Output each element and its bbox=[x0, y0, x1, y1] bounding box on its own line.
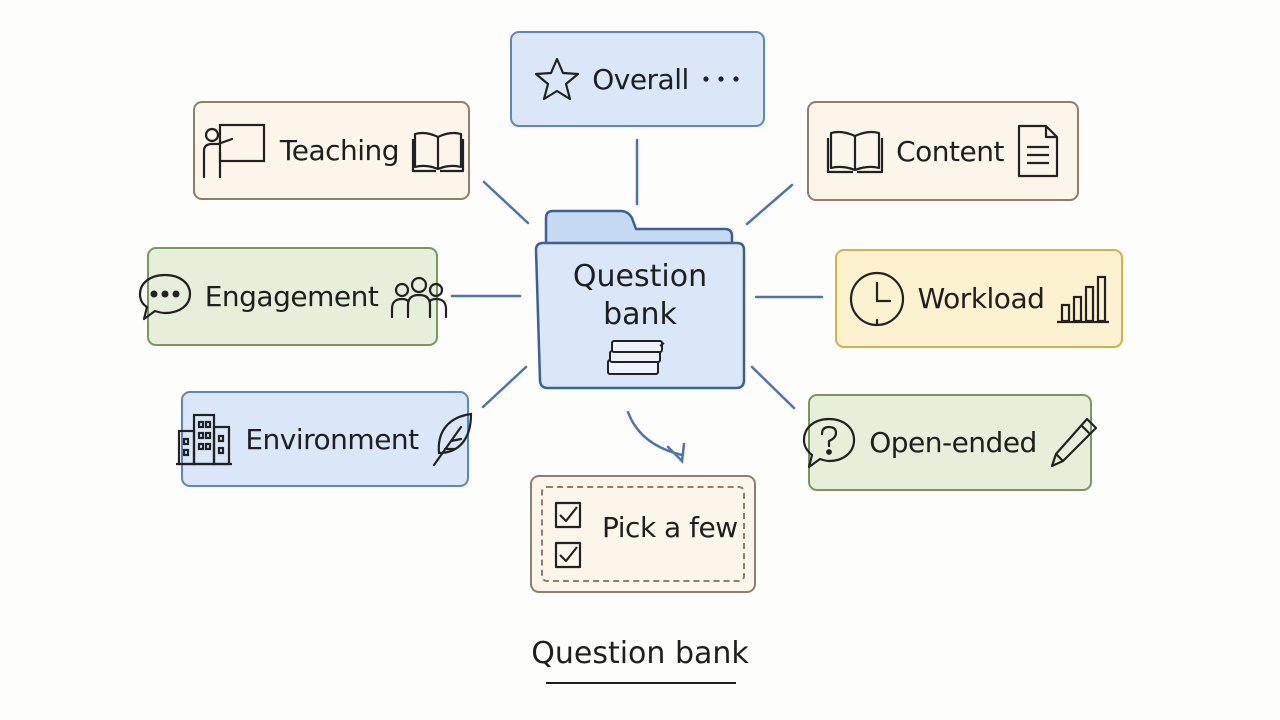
people-group-icon bbox=[391, 276, 448, 318]
speech-bubble-icon bbox=[138, 273, 191, 320]
checkbox-list bbox=[554, 501, 582, 569]
stack-icon bbox=[607, 340, 665, 375]
clock-icon bbox=[849, 271, 904, 326]
open-book-icon bbox=[826, 130, 884, 174]
ellipsis-icon bbox=[703, 76, 739, 82]
selection-label: Pick a few bbox=[602, 511, 738, 544]
category-content[interactable]: Content bbox=[807, 101, 1079, 201]
leaf-icon bbox=[432, 412, 472, 467]
star-icon bbox=[535, 57, 580, 101]
caption-underline bbox=[546, 682, 736, 684]
category-label: Workload bbox=[917, 282, 1045, 315]
building-icon bbox=[176, 413, 233, 466]
center-title: Question bank bbox=[540, 258, 740, 334]
category-overall[interactable]: Overall bbox=[510, 31, 765, 127]
arrowhead bbox=[666, 442, 686, 464]
dashed-border bbox=[541, 486, 745, 582]
open-book-icon bbox=[411, 131, 465, 172]
diagram-caption: Question bank bbox=[531, 636, 749, 671]
connector-content bbox=[745, 183, 794, 226]
category-teaching[interactable]: Teaching bbox=[193, 101, 470, 200]
connector-open-ended bbox=[750, 365, 796, 410]
connector-teaching bbox=[482, 180, 530, 225]
category-label: Open-ended bbox=[869, 426, 1037, 459]
category-label: Teaching bbox=[279, 134, 400, 167]
category-workload[interactable]: Workload bbox=[835, 249, 1123, 348]
category-open-ended[interactable]: Open-ended bbox=[803, 394, 1097, 491]
question-bubble-icon bbox=[803, 417, 856, 468]
selection-box[interactable]: Pick a few bbox=[530, 475, 756, 593]
category-engagement[interactable]: Engagement bbox=[138, 247, 448, 346]
center-title-line2: bank bbox=[603, 297, 677, 332]
document-icon bbox=[1017, 124, 1059, 178]
connector-environment bbox=[481, 365, 528, 409]
checkbox-checked-icon[interactable] bbox=[554, 501, 582, 529]
category-label: Environment bbox=[245, 422, 419, 456]
pencil-icon bbox=[1050, 417, 1097, 467]
checkbox-checked-icon[interactable] bbox=[554, 541, 582, 569]
category-label: Engagement bbox=[204, 280, 379, 313]
category-label: Overall bbox=[592, 62, 689, 96]
teacher-board-icon bbox=[202, 123, 266, 178]
center-title-line1: Question bbox=[572, 259, 708, 294]
category-environment[interactable]: Environment bbox=[176, 391, 472, 487]
bar-chart-icon bbox=[1057, 275, 1110, 323]
category-label: Content bbox=[896, 134, 1004, 168]
